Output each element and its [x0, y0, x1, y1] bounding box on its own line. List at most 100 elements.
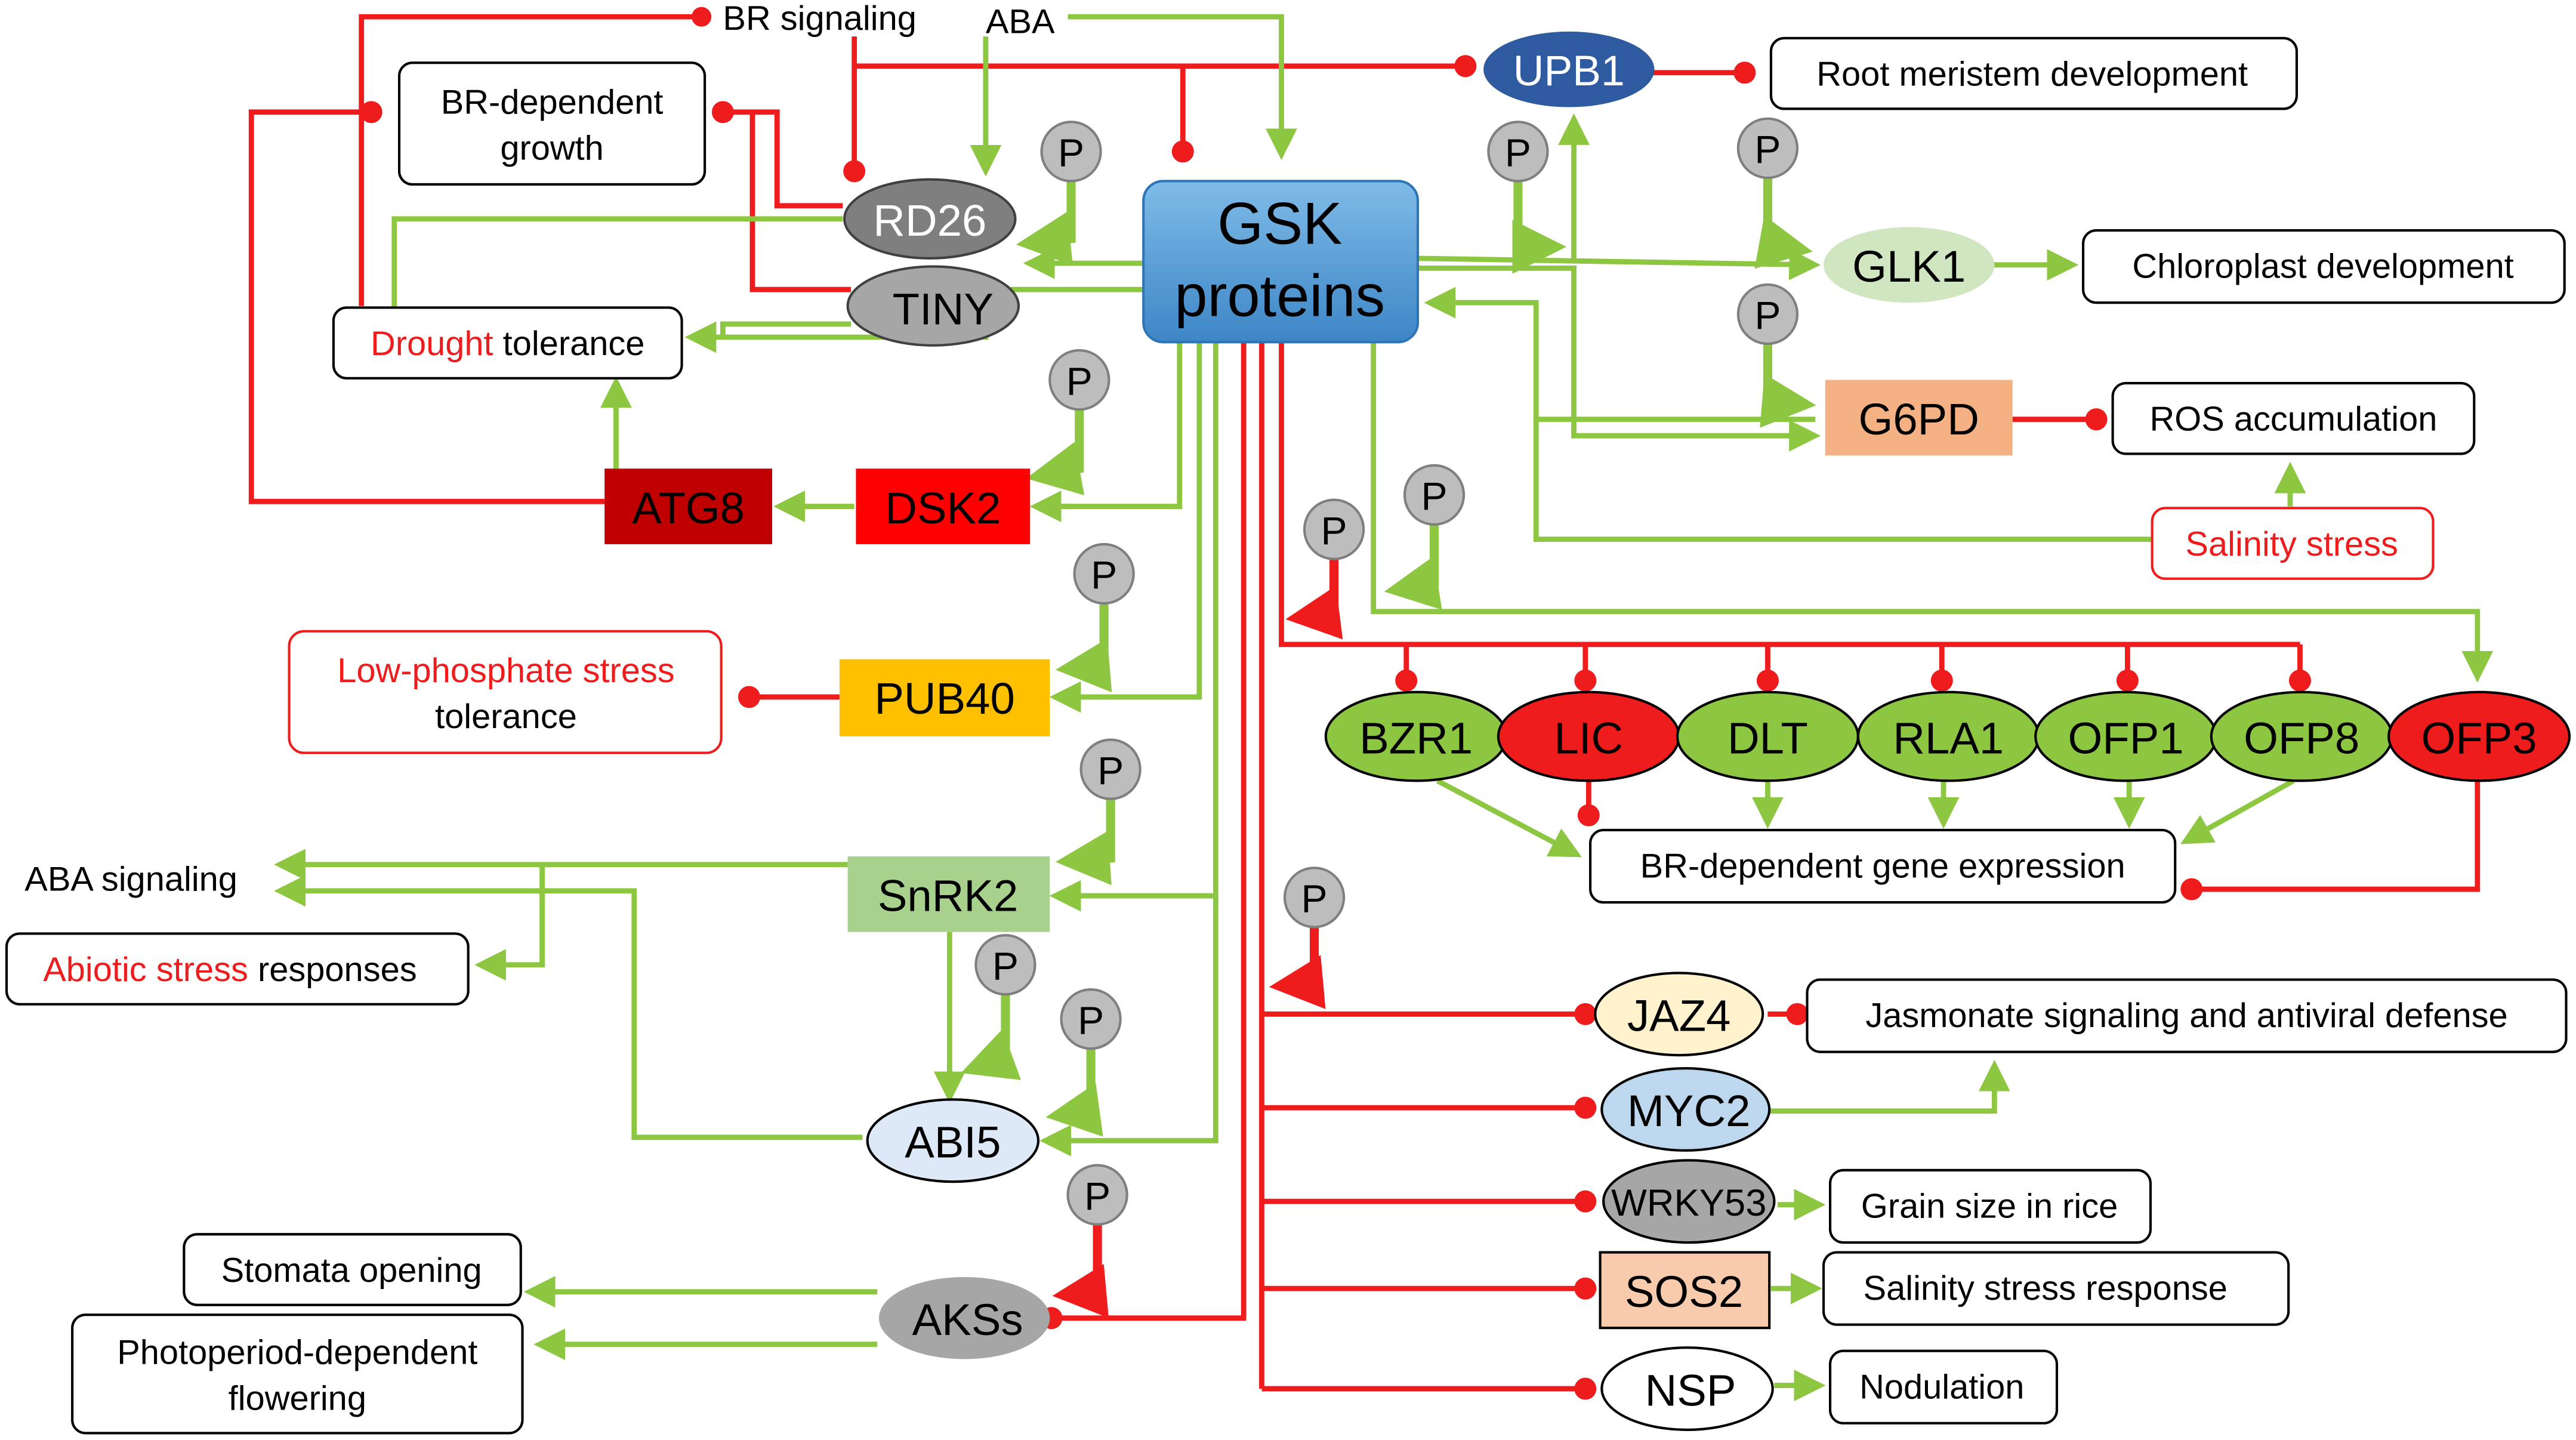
photoperiod-line1: Photoperiod-dependent: [117, 1333, 477, 1371]
br-growth-box: [397, 61, 707, 186]
phospho-label: P: [1058, 131, 1084, 175]
drought-tolerance-box: [332, 306, 683, 380]
edge-rd26-drought: [391, 216, 843, 310]
phospho-badge-upb1: [1487, 121, 1549, 183]
phospho-label: P: [1321, 509, 1347, 553]
phospho-arrow-abi5-1: [961, 992, 1022, 1080]
edge-g6pd-gsk: [1424, 286, 1816, 423]
edge-atg8-br-growth: [248, 101, 605, 504]
edge-gsk-glk1: [1416, 248, 1821, 280]
phospho-label: P: [1505, 131, 1531, 175]
br-growth-line2: growth: [500, 129, 603, 167]
edge-tiny-br-growth: [749, 112, 852, 292]
aba-label: ABA: [986, 2, 1055, 41]
abiotic-stress-label: Abiotic stress responses: [43, 951, 417, 989]
phospho-badge-aks: [1066, 1164, 1128, 1226]
tiny-label: TINY: [893, 285, 994, 334]
phospho-label: P: [1097, 749, 1124, 793]
gsk-label-line2: proteins: [1174, 263, 1385, 329]
stomata-label: Stomata opening: [221, 1251, 482, 1290]
root-meristem-box: [1769, 36, 2299, 110]
upb1-node: [1483, 31, 1655, 107]
ros-box: [2111, 382, 2476, 455]
phospho-label: P: [1084, 1174, 1110, 1219]
grain-size-label: Grain size in rice: [1861, 1187, 2118, 1225]
phospho-arrow-rd26: [1016, 177, 1076, 266]
stomata-box: [183, 1233, 522, 1306]
br-signaling-label: BR signaling: [723, 0, 917, 38]
low-phosphate-line2: tolerance: [435, 698, 577, 736]
grain-size-box: [1828, 1168, 2152, 1244]
root-meristem-label: Root meristem development: [1816, 55, 2248, 93]
drought-tolerance-label: Drought tolerance: [371, 325, 644, 363]
phospho-badge-rd26: [1040, 121, 1102, 183]
drought-rest: tolerance: [493, 325, 645, 363]
nodulation-label: Nodulation: [1859, 1368, 2024, 1406]
edge-ofp8-gene: [2180, 778, 2295, 844]
lic-label: LIC: [1554, 713, 1623, 763]
edge-myc2-jasmonate: [1767, 1059, 2010, 1114]
aks-label: AKSs: [912, 1295, 1023, 1345]
gsk-label-line1: GSK: [1217, 191, 1342, 257]
phospho-label: P: [1754, 294, 1781, 338]
phospho-arrow-g6pd: [1760, 342, 1816, 428]
edge-gsk-bzr-bar: [1279, 322, 2300, 647]
glk1-label: GLK1: [1852, 242, 1966, 291]
phospho-badge-dsk2: [1048, 349, 1110, 411]
myc2-label: MYC2: [1627, 1086, 1751, 1136]
g6pd-node: [1825, 380, 2013, 456]
jaz4-label: JAZ4: [1627, 991, 1730, 1041]
edge-ofp3-gene: [2180, 781, 2481, 901]
dsk2-label: DSK2: [885, 483, 1001, 533]
phospho-badge-pub40: [1073, 542, 1135, 605]
bzr1-label: BZR1: [1359, 713, 1473, 763]
sos2-node: [1599, 1251, 1771, 1330]
jaz4-node: [1594, 972, 1764, 1057]
ros-label: ROS accumulation: [2150, 400, 2438, 439]
ofp3-label: OFP3: [2421, 713, 2537, 763]
phospho-label: P: [1078, 998, 1104, 1043]
glk1-node: [1824, 227, 1995, 303]
br-gene-expression-label: BR-dependent gene expression: [1640, 847, 2125, 886]
phospho-arrow-dsk2: [1026, 408, 1085, 495]
photoperiod-line2: flowering: [229, 1380, 366, 1418]
phospho-label: P: [1421, 474, 1447, 519]
edge-gsk-aks: [1040, 322, 1247, 1330]
jasmonate-box: [1806, 978, 2568, 1053]
chloroplast-box: [2081, 229, 2566, 304]
edge-abi5-aba-signaling: [274, 875, 863, 1140]
phospho-arrow-jaz4: [1269, 927, 1326, 1009]
edge-rd26-br-growth: [711, 101, 843, 209]
aba-signaling-label: ABA signaling: [24, 861, 237, 899]
tiny-node: [846, 265, 1020, 347]
phospho-arrow-snrk2: [1055, 798, 1115, 886]
br-signaling-dot: [692, 7, 712, 27]
pub40-node: [839, 659, 1050, 737]
phospho-label: P: [1066, 359, 1093, 403]
wrky53-label: WRKY53: [1611, 1182, 1766, 1224]
drought-word: Drought: [371, 325, 493, 363]
edge-gsk-g6pd: [1416, 265, 1821, 452]
atg8-label: ATG8: [632, 483, 745, 533]
edge-aba-right: [1068, 14, 1297, 161]
br-growth-line1: BR-dependent: [441, 83, 664, 121]
snrk2-node: [847, 856, 1050, 932]
phospho-badge-g6pd: [1736, 283, 1799, 346]
edge-gsk-pub40: [1049, 322, 1202, 713]
nsp-label: NSP: [1645, 1365, 1736, 1415]
phospho-arrow-aks: [1052, 1224, 1109, 1318]
salinity-stress-label: Salinity stress: [2185, 525, 2398, 563]
br-gene-expression-box: [1589, 828, 2177, 904]
g6pd-label: G6PD: [1859, 394, 1979, 444]
edge-tiny-drought: [720, 321, 852, 338]
salinity-response-box: [1822, 1251, 2290, 1326]
edge-gsk-abi5: [1039, 896, 1218, 1157]
snrk2-label: SnRK2: [878, 871, 1019, 921]
abiotic-word: Abiotic stress: [43, 951, 248, 989]
phospho-label: P: [1754, 128, 1781, 172]
chloroplast-label: Chloroplast development: [2132, 248, 2513, 286]
phospho-arrow-upb1: [1512, 177, 1567, 275]
ofp1-label: OFP1: [2068, 713, 2184, 763]
edge-bzr1-gene: [1436, 778, 1582, 858]
